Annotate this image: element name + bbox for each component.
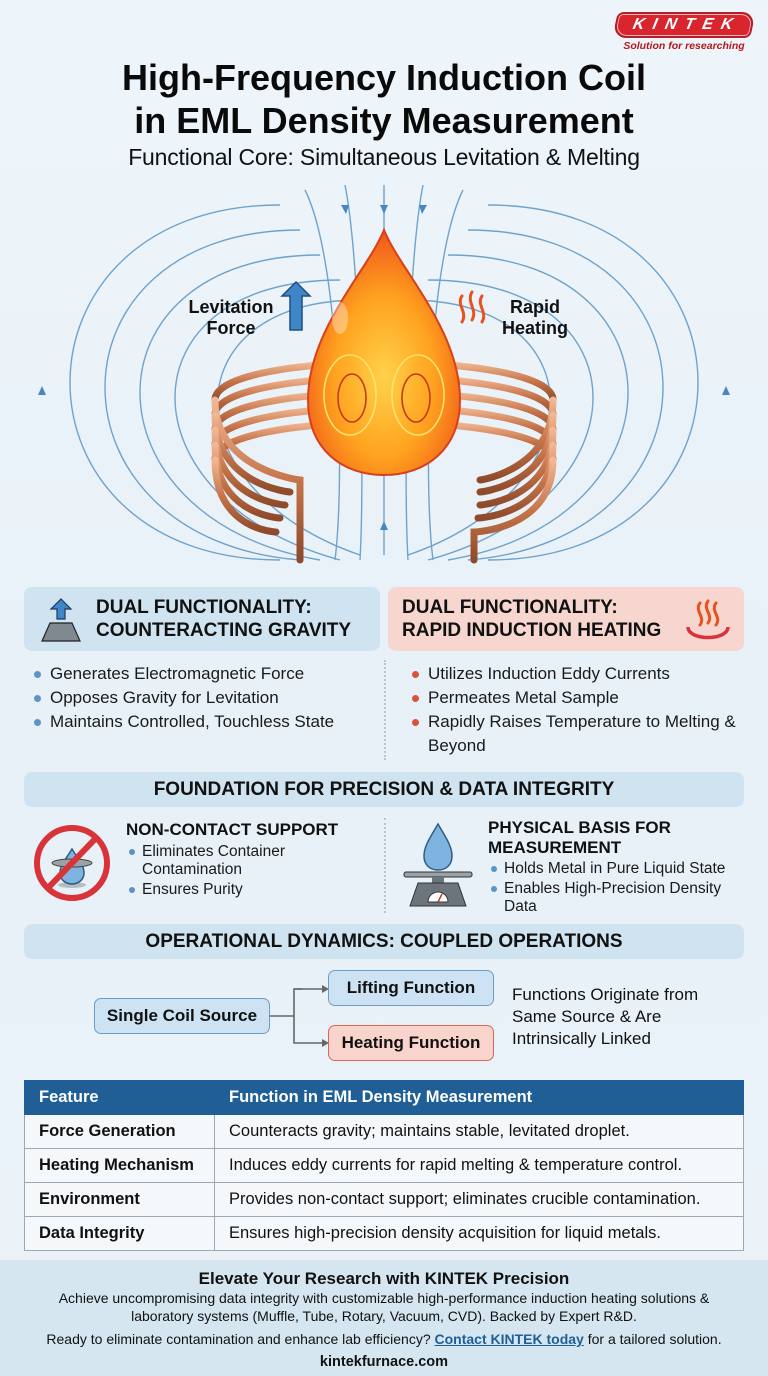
- panel-right-title-2: RAPID INDUCTION HEATING: [402, 620, 662, 641]
- panel-left-title-1: DUAL FUNCTIONALITY:: [96, 597, 312, 618]
- column-divider: [384, 660, 386, 760]
- function-table: Feature Function in EML Density Measurem…: [24, 1080, 744, 1251]
- physical-basis-title-1: PHYSICAL BASIS FOR: [488, 818, 671, 837]
- table-row: Heating Mechanism Induces eddy currents …: [24, 1148, 744, 1183]
- list-item: Generates Electromagnetic Force: [28, 662, 378, 686]
- column-divider: [384, 818, 386, 913]
- gravity-bullet-list: Generates Electromagnetic Force Opposes …: [28, 662, 378, 734]
- lifting-function-box: Lifting Function: [328, 970, 494, 1006]
- footer-body: Achieve uncompromising data integrity wi…: [58, 1290, 710, 1324]
- page-subtitle: Functional Core: Simultaneous Levitation…: [128, 144, 640, 170]
- single-coil-source-box: Single Coil Source: [94, 998, 270, 1034]
- function-cell: Provides non-contact support; eliminates…: [214, 1182, 744, 1217]
- footer-cta: Elevate Your Research with KINTEK Precis…: [0, 1260, 768, 1376]
- title-line-2: in EML Density Measurement: [134, 100, 634, 141]
- levitation-label-line1: Levitation: [188, 297, 274, 317]
- foundation-section-header: FOUNDATION FOR PRECISION & DATA INTEGRIT…: [24, 772, 744, 807]
- panel-right-title-1: DUAL FUNCTIONALITY:: [402, 597, 618, 618]
- function-cell: Ensures high-precision density acquisiti…: [214, 1216, 744, 1251]
- up-arrow-icon: [280, 280, 312, 331]
- scale-droplet-icon: [403, 822, 473, 907]
- levitation-force-label: Levitation Force: [176, 297, 286, 339]
- list-item: Holds Metal in Pure Liquid State: [488, 860, 738, 878]
- list-item: Opposes Gravity for Levitation: [28, 686, 378, 710]
- list-item: Maintains Controlled, Touchless State: [28, 710, 378, 734]
- footer-cta-line: Ready to eliminate contamination and enh…: [0, 1330, 768, 1348]
- cta-text-post: for a tailored solution.: [583, 1331, 722, 1347]
- list-item: Ensures Purity: [126, 881, 356, 899]
- lift-arrow-icon: [41, 598, 81, 642]
- heating-label-line2: Heating: [501, 318, 568, 338]
- heating-bullet-list: Utilizes Induction Eddy Currents Permeat…: [406, 662, 746, 758]
- physical-basis-bullets: Holds Metal in Pure Liquid State Enables…: [488, 860, 738, 918]
- panel-counteracting-gravity: DUAL FUNCTIONALITY: COUNTERACTING GRAVIT…: [24, 587, 380, 651]
- contact-kintek-link[interactable]: Contact KINTEK today: [434, 1331, 584, 1347]
- kintek-logo: KINTEK Solution for researching: [612, 12, 756, 52]
- function-cell: Induces eddy currents for rapid melting …: [214, 1148, 744, 1183]
- heating-function-box: Heating Function: [328, 1025, 494, 1061]
- molten-droplet: [306, 227, 462, 477]
- heat-waves-icon: [458, 290, 486, 324]
- table-row: Environment Provides non-contact support…: [24, 1182, 744, 1217]
- non-contact-bullets: Eliminates Container Contamination Ensur…: [126, 843, 356, 901]
- table-row: Force Generation Counteracts gravity; ma…: [24, 1114, 744, 1149]
- levitation-label-line2: Force: [206, 318, 256, 338]
- eddy-current-loops: [323, 354, 445, 436]
- list-item: Eliminates Container Contamination: [126, 843, 356, 879]
- non-contact-support-title: NON-CONTACT SUPPORT: [126, 820, 339, 839]
- heat-icon: [686, 599, 730, 640]
- functions-linked-note: Functions Originate from Same Source & A…: [512, 985, 699, 1048]
- physical-basis-title: PHYSICAL BASIS FOR MEASUREMENT: [488, 818, 671, 858]
- header-function: Function in EML Density Measurement: [214, 1080, 744, 1115]
- list-item: Rapidly Raises Temperature to Melting & …: [406, 710, 746, 758]
- list-item: Utilizes Induction Eddy Currents: [406, 662, 746, 686]
- table-header-row: Feature Function in EML Density Measurem…: [24, 1080, 744, 1115]
- field-arrows: [38, 205, 730, 530]
- operations-section-header: OPERATIONAL DYNAMICS: COUPLED OPERATIONS: [24, 924, 744, 959]
- logo-badge: KINTEK: [612, 12, 756, 38]
- footer-heading: Elevate Your Research with KINTEK Precis…: [198, 1269, 570, 1288]
- feature-cell: Environment: [24, 1182, 215, 1217]
- list-item: Permeates Metal Sample: [406, 686, 746, 710]
- heating-label-line1: Rapid: [509, 297, 560, 317]
- panel-left-title-2: COUNTERACTING GRAVITY: [96, 620, 352, 641]
- page-title: High-Frequency Induction Coil in EML Den…: [0, 56, 768, 142]
- title-line-1: High-Frequency Induction Coil: [122, 57, 646, 98]
- physical-basis-title-2: MEASUREMENT: [488, 838, 622, 857]
- cta-text-pre: Ready to eliminate contamination and enh…: [46, 1331, 435, 1347]
- feature-cell: Heating Mechanism: [24, 1148, 215, 1183]
- website-link[interactable]: kintekfurnace.com: [319, 1354, 449, 1370]
- flow-connector-arrows: [270, 985, 329, 1047]
- no-contact-icon: [34, 825, 110, 901]
- feature-cell: Data Integrity: [24, 1216, 215, 1251]
- table-row: Data Integrity Ensures high-precision de…: [24, 1216, 744, 1251]
- rapid-heating-label: Rapid Heating: [500, 297, 570, 339]
- header-feature: Feature: [24, 1080, 215, 1115]
- function-cell: Counteracts gravity; maintains stable, l…: [214, 1114, 744, 1149]
- feature-cell: Force Generation: [24, 1114, 215, 1149]
- induction-coil-illustration: [38, 184, 730, 564]
- logo-tagline: Solution for researching: [623, 40, 745, 52]
- list-item: Enables High-Precision Density Data: [488, 880, 738, 916]
- panel-rapid-heating: DUAL FUNCTIONALITY: RAPID INDUCTION HEAT…: [388, 587, 744, 651]
